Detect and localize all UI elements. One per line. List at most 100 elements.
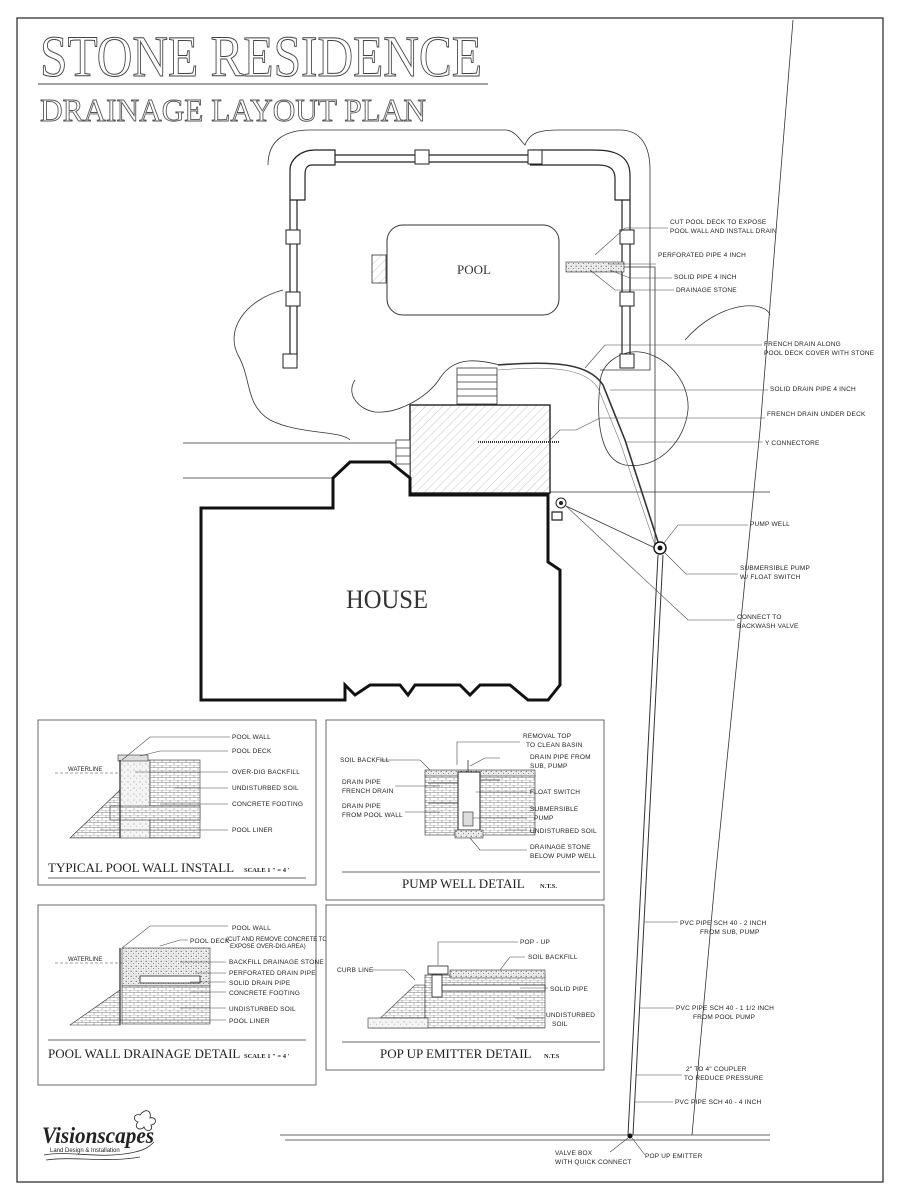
pop-up-emitter-icon <box>627 1133 633 1139</box>
callout-cut-pool-deck-2: POOL WALL AND INSTALL DRAIN <box>670 228 777 235</box>
stairs <box>456 367 498 405</box>
pool-drainage-waterline: WATERLINE <box>68 957 102 963</box>
callout-y-connectore: Y CONNECTORE <box>765 440 820 447</box>
pool-drainage-label-cut: (CUT AND REMOVE CONCRETE TO <box>226 937 327 943</box>
deck <box>409 404 551 494</box>
callout-valve-box: VALVE BOX <box>555 1150 593 1157</box>
pop-up-label-solid-pipe: SOLID PIPE <box>550 986 589 993</box>
callout-pvc-2-inch: PVC PIPE SCH 40 - 2 INCH <box>680 920 767 927</box>
drainage-stone-plan <box>565 261 625 273</box>
pool-drainage-label-undisturbed: UNDISTURBED SOIL <box>229 1006 296 1013</box>
pool-wall-scale: SCALE 1 " = 4 ' <box>244 867 290 874</box>
callout-solid-drain-pipe: SOLID DRAIN PIPE 4 INCH <box>770 386 856 393</box>
pop-up-label-curb: CURB LINE <box>337 967 374 974</box>
pump-well-label-drain-pipe-2: DRAIN PIPE <box>342 803 381 810</box>
pool-wall-label-over-dig: OVER-DIG BACKFILL <box>232 769 300 776</box>
pump-well-label-from-pool: FROM POOL WALL <box>342 812 403 819</box>
backwash-line <box>565 505 656 549</box>
pool-drainage-label-expose: EXPOSE OVER-DIG AREA) <box>230 944 306 950</box>
pool-wall-label-footing: CONCRETE FOOTING <box>232 801 303 808</box>
pool-wall-label-pool-deck: POOL DECK <box>232 748 272 755</box>
logo-flower-icon <box>134 1110 156 1131</box>
pump-well-label-drain-from-sub-2: SUB, PUMP <box>530 763 568 770</box>
callout-pvc-1-5-inch: PVC PIPE SCH 40 - 1 1/2 INCH <box>676 1005 774 1012</box>
pool-drainage-title: POOL WALL DRAINAGE DETAIL <box>48 1046 240 1061</box>
pool-drainage-label-perforated: PERFORATED DRAIN PIPE <box>229 970 316 977</box>
pump-well-label-removal-2: TO CLEAN BASIN <box>526 742 583 749</box>
pool-wall-label-undisturbed: UNDISTURBED SOIL <box>232 785 299 792</box>
pump-well-label-pump: PUMP <box>534 815 554 822</box>
pump-well-scale: N.T.S. <box>540 883 557 890</box>
callout-coupler: 2" TO 4" COUPLER <box>686 1066 747 1073</box>
property-line <box>691 19 794 1136</box>
solid-drain-pipe <box>497 362 661 549</box>
pump-well-label-undisturbed: UNDISTURBED SOIL <box>530 828 597 835</box>
callout-pvc-4-inch: PVC PIPE SCH 40 - 4 INCH <box>675 1099 762 1106</box>
pool-drainage-label-liner: POOL LINER <box>229 1018 270 1025</box>
callout-solid-pipe: SOLID PIPE 4 INCH <box>674 274 737 281</box>
house-outline <box>199 460 562 702</box>
solid-pipe-run <box>624 266 656 545</box>
backwash-valve-icon <box>551 497 567 521</box>
solid-drain-pipe-inner <box>497 367 657 549</box>
deck-steps-lines <box>396 447 410 465</box>
pool-deck <box>267 129 651 371</box>
pool-drainage-label-footing: CONCRETE FOOTING <box>229 990 300 997</box>
landscape-right <box>684 305 771 341</box>
detail-pump-well: REMOVAL TOP TO CLEAN BASIN SOIL BACKFILL… <box>325 719 605 901</box>
logo-name: Visionscapes <box>42 1123 154 1148</box>
road-line <box>183 442 410 479</box>
street-line <box>280 1134 770 1141</box>
pool-wall-title: TYPICAL POOL WALL INSTALL <box>48 860 234 875</box>
pop-up-label-soil: SOIL <box>552 1021 568 1028</box>
callout-french-drain-along: FRENCH DRAIN ALONG <box>764 341 841 348</box>
pop-up-label-undisturbed: UNDISTURBED <box>546 1012 595 1019</box>
callout-valve-box-2: WITH QUICK CONNECT <box>555 1159 632 1166</box>
pump-well-label-french-drain: FRENCH DRAIN <box>342 788 394 795</box>
pump-well-label-soil-backfill: SOIL BACKFILL <box>340 757 390 764</box>
callout-cut-pool-deck: CUT POOL DECK TO EXPOSE <box>670 219 767 226</box>
callout-drainage-stone: DRAINAGE STONE <box>676 287 737 294</box>
detail-pool-drainage: WATERLINE POOL WALL POOL DECK (CUT AND R… <box>37 904 327 1086</box>
pump-icon <box>657 545 663 551</box>
landscape-bed <box>233 289 351 441</box>
pool-drainage-label-deck: POOL DECK <box>190 938 230 945</box>
pool-drainage-label-backfill: BACKFILL DRAINAGE STONE <box>229 959 324 966</box>
detail-pop-up: POP - UP SOIL BACKFILL CURB LINE SOLID P… <box>325 904 605 1071</box>
callout-pump-well: PUMP WELL <box>750 521 790 528</box>
callout-french-drain-along-2: POOL DECK COVER WITH STONE <box>764 350 875 357</box>
pump-well-label-drain-from-sub: DRAIN PIPE FROM <box>530 754 591 761</box>
pop-up-title: POP UP EMITTER DETAIL <box>380 1046 532 1061</box>
detail-pool-wall: WATERLINE POOL WALL POOL DECK OVER-DIG B… <box>37 719 317 886</box>
callout-connect-backwash-2: BACKWASH VALVE <box>737 623 799 630</box>
landscape-bed-2 <box>351 360 501 413</box>
pool-drainage-label-solid: SOLID DRAIN PIPE <box>229 980 291 987</box>
pump-well-label-float: FLOAT SWITCH <box>530 789 580 796</box>
plan-callouts: CUT POOL DECK TO EXPOSE POOL WALL AND IN… <box>547 219 875 1166</box>
pump-well-label-below: BELOW PUMP WELL <box>530 853 597 860</box>
house-label: HOUSE <box>346 585 428 614</box>
callout-coupler-2: TO REDUCE PRESSURE <box>684 1075 764 1082</box>
pop-up-label-pop-up: POP - UP <box>520 939 550 946</box>
pump-well-label-drain-pipe: DRAIN PIPE <box>342 779 381 786</box>
visionscapes-logo: Visionscapes Land Design & Installation <box>42 1110 156 1161</box>
pump-well-label-removal: REMOVAL TOP <box>523 733 571 740</box>
callout-perforated-pipe: PERFORATED PIPE 4 INCH <box>658 252 746 259</box>
discharge-pipe <box>627 554 664 1136</box>
pool-drainage-scale: SCALE 1 " = 4 ' <box>244 1053 290 1060</box>
pool-wall-label-liner: POOL LINER <box>232 827 273 834</box>
pool-label: POOL <box>457 262 491 277</box>
callout-pvc-2-inch-2: FROM SUB, PUMP <box>700 929 760 936</box>
pool-drainage-label-wall: POOL WALL <box>232 925 271 932</box>
callout-pvc-1-5-inch-2: FROM POOL PUMP <box>693 1014 755 1021</box>
logo-tagline: Land Design & Installation <box>50 1148 120 1154</box>
pool-wall-label-pool-wall: POOL WALL <box>232 734 271 741</box>
pump-well-label-sub: SUBMERSIBLE <box>530 806 579 813</box>
callout-pop-up-emitter: POP UP EMITTER <box>645 1153 703 1160</box>
callout-french-drain-under-deck: FRENCH DRAIN UNDER DECK <box>767 411 866 418</box>
sheet-border <box>16 17 884 1183</box>
pop-up-scale: N.T.S <box>544 1053 560 1060</box>
pump-well-title: PUMP WELL DETAIL <box>402 876 525 891</box>
pop-up-label-soil-backfill: SOIL BACKFILL <box>528 954 578 961</box>
